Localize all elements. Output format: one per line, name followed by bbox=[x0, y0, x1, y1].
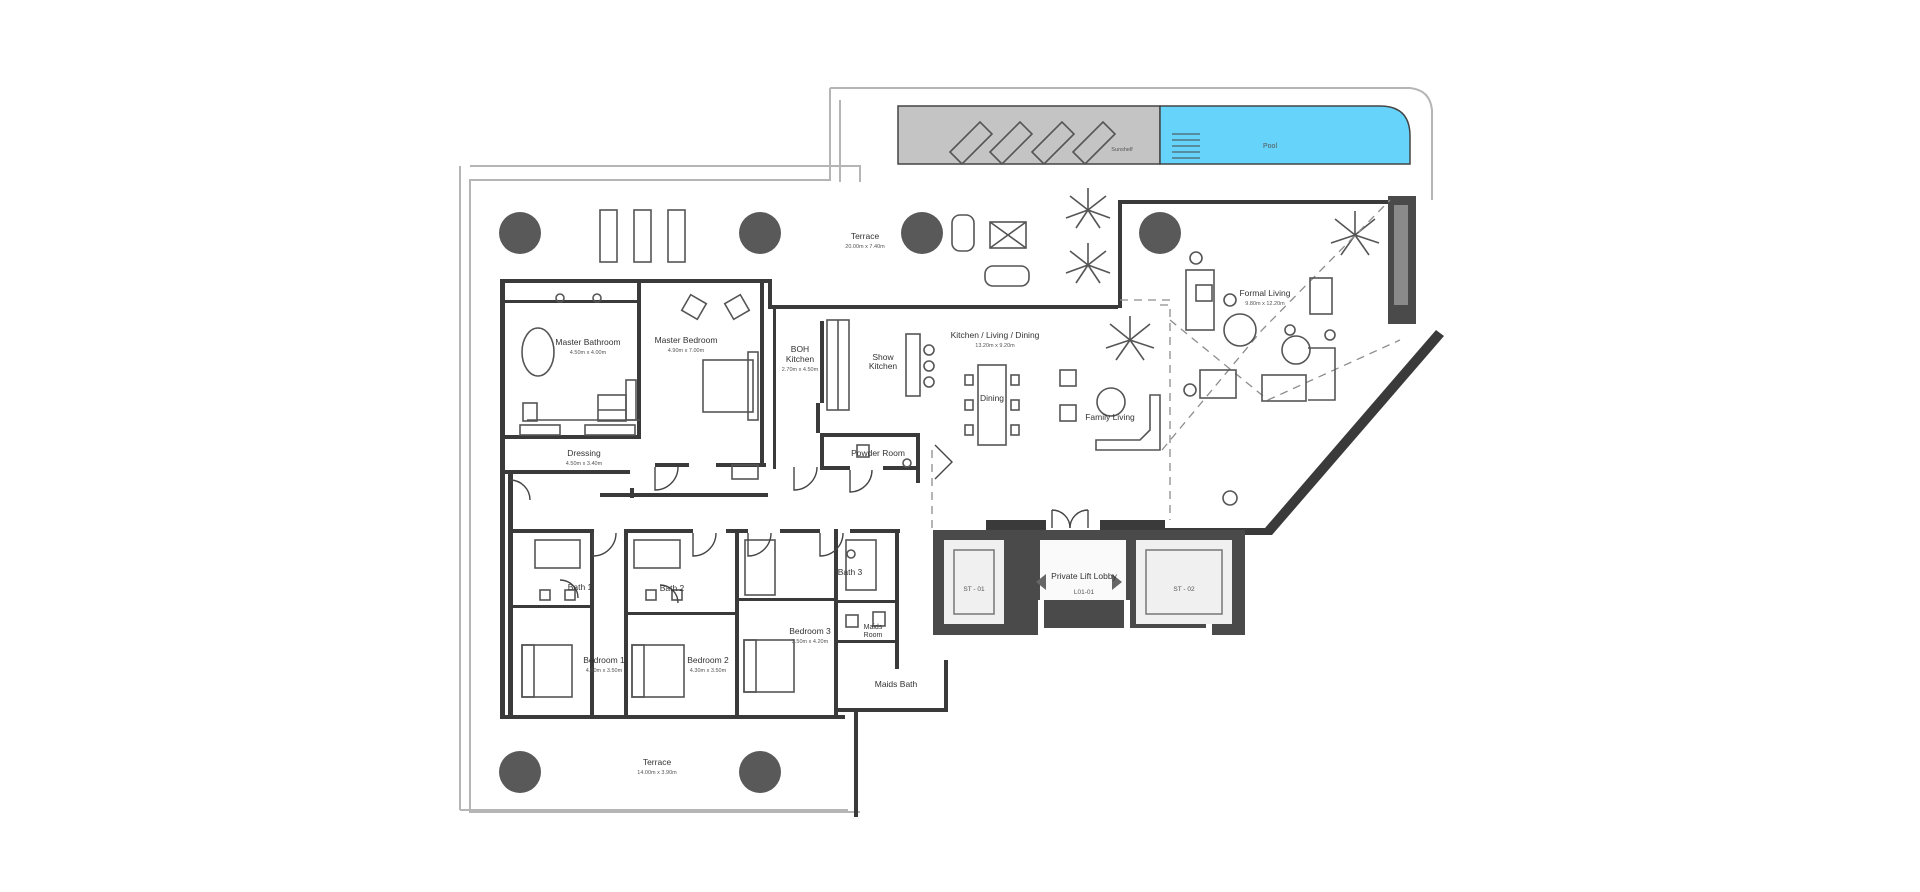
maids-room-label-1: Maids bbox=[864, 624, 883, 631]
lift-code-label: L01-01 bbox=[1074, 589, 1095, 596]
stair-1-label: ST - 01 bbox=[963, 586, 985, 593]
master-bathroom-dims: 4.50m x 4.00m bbox=[570, 350, 607, 356]
terrace-outline bbox=[459, 87, 1433, 813]
bath-3-label: Bath 3 bbox=[838, 567, 863, 577]
sun-loungers bbox=[599, 209, 686, 263]
dressing-dims: 4.50m x 3.40m bbox=[566, 461, 603, 467]
terrace-columns bbox=[499, 212, 1181, 793]
maids-room-label-2: Room bbox=[864, 632, 883, 639]
maids-bath-label: Maids Bath bbox=[875, 679, 918, 689]
show-kitchen-label-1: Show bbox=[872, 352, 894, 362]
terrace-top-label: Terrace bbox=[851, 231, 880, 241]
lift-lobby-arrows bbox=[1036, 574, 1122, 590]
master-bathroom-label: Master Bathroom bbox=[555, 337, 620, 347]
bedroom-3-label: Bedroom 3 bbox=[789, 626, 831, 636]
master-bathroom-fixtures bbox=[519, 293, 640, 436]
family-living-label: Family Living bbox=[1085, 412, 1135, 422]
bedroom-3-dims: 3.50m x 4.20m bbox=[792, 639, 829, 645]
boh-kitchen-dims: 2.70m x 4.50m bbox=[782, 367, 819, 373]
sunshelf: Sunshelf bbox=[897, 105, 1161, 166]
bath-1-label: Bath 1 bbox=[568, 582, 593, 592]
formal-living-furniture bbox=[1183, 251, 1336, 506]
bedroom-1-label: Bedroom 1 bbox=[583, 655, 625, 665]
terrace-bottom-label: Terrace bbox=[643, 757, 672, 767]
terrace-bottom-dims: 14.00m x 3.90m bbox=[637, 770, 677, 776]
sunshelf-label: Sunshelf bbox=[1111, 147, 1133, 153]
pool-label: Pool bbox=[1263, 143, 1277, 150]
bathroom-fixtures bbox=[534, 444, 912, 628]
boh-label-1: BOH bbox=[791, 344, 809, 354]
boh-label-2: Kitchen bbox=[786, 354, 815, 364]
family-living-furniture bbox=[1059, 369, 1161, 451]
kitchen-living-dining-label: Kitchen / Living / Dining bbox=[951, 330, 1040, 340]
dining-table bbox=[964, 364, 1020, 446]
master-bedroom-label: Master Bedroom bbox=[655, 335, 718, 345]
terrace-top-dims: 20.00m x 7.40m bbox=[845, 244, 885, 250]
boh-kitchen-fixtures bbox=[826, 319, 850, 411]
formal-living-label: Formal Living bbox=[1239, 288, 1290, 298]
doors bbox=[509, 444, 1089, 604]
bedroom-1-dims: 4.00m x 3.50m bbox=[586, 668, 623, 674]
bedroom-beds bbox=[521, 639, 795, 698]
walls bbox=[500, 196, 1444, 817]
zone-lines bbox=[931, 199, 1401, 530]
master-bedroom-dims: 4.90m x 7.00m bbox=[668, 348, 705, 354]
plants bbox=[1065, 188, 1380, 361]
bath-2-label: Bath 2 bbox=[660, 583, 685, 593]
outdoor-seating bbox=[951, 214, 1030, 287]
stair-2-label: ST - 02 bbox=[1173, 586, 1195, 593]
master-bedroom-furniture bbox=[680, 293, 759, 480]
dressing-label: Dressing bbox=[567, 448, 601, 458]
show-kitchen-label-2: Kitchen bbox=[869, 361, 898, 371]
kitchen-living-dining-dims: 13.20m x 9.20m bbox=[975, 343, 1015, 349]
formal-living-dims: 9.80m x 12.20m bbox=[1245, 301, 1285, 307]
powder-room-label: Powder Room bbox=[851, 448, 905, 458]
private-lift-lobby-label: Private Lift Lobby bbox=[1051, 571, 1117, 581]
bedroom-2-dims: 4.30m x 3.50m bbox=[690, 668, 727, 674]
show-kitchen-island bbox=[905, 333, 935, 397]
dining-label: Dining bbox=[980, 393, 1004, 403]
pool: Pool bbox=[1159, 105, 1411, 165]
room-labels: Formal Living 9.80m x 12.20m Master Bath… bbox=[555, 288, 1290, 776]
bedroom-2-label: Bedroom 2 bbox=[687, 655, 729, 665]
